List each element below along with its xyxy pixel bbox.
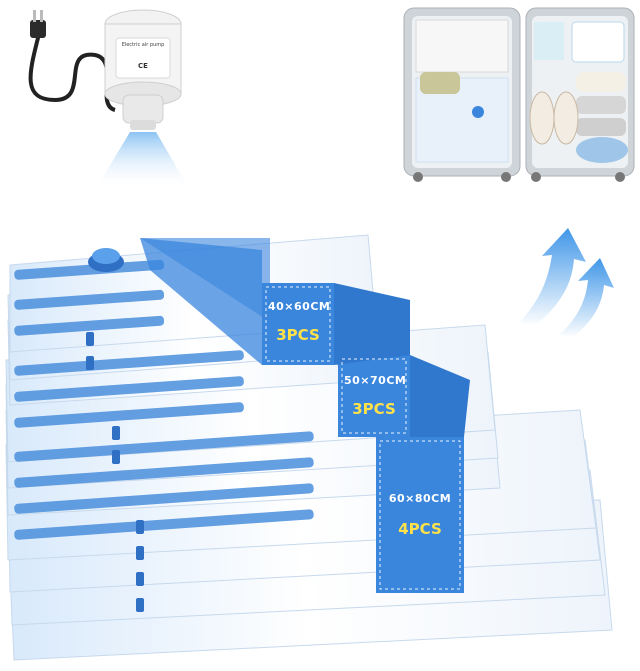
bag-quantity-label-large: 4PCS — [398, 520, 442, 538]
pump-ce-mark: CE — [138, 62, 148, 70]
suitcase-icon — [403, 7, 635, 182]
bag-size-label-large: 60×80CM — [388, 492, 452, 505]
electric-pump-icon — [28, 9, 190, 190]
bag-quantity-label-small: 3PCS — [276, 326, 320, 344]
bag-quantity-label-medium: 3PCS — [352, 400, 396, 418]
valve-icon — [88, 248, 124, 272]
bag-size-label-small: 40×60CM — [268, 300, 331, 313]
power-plug-icon — [30, 10, 46, 38]
pump-label-text: Electric air pump — [121, 42, 165, 48]
bag-size-label-medium: 50×70CM — [344, 374, 407, 387]
size-label-band — [140, 238, 470, 593]
upward-arrows-icon — [520, 228, 614, 338]
